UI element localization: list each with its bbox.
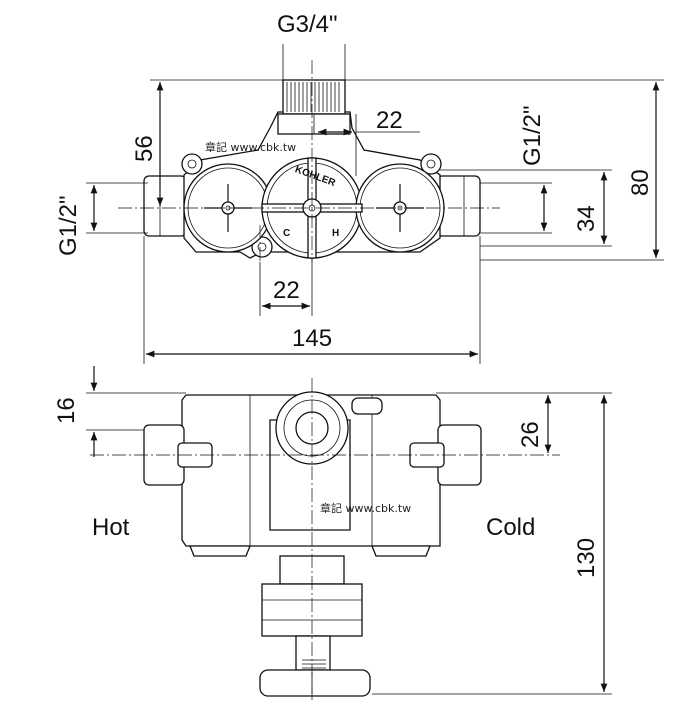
- mounting-lug-bottom: [251, 236, 273, 258]
- dim-34: 34: [573, 205, 600, 232]
- hot-label: Hot: [92, 514, 130, 541]
- dim-right-thread: G1/2": [519, 105, 546, 166]
- side-view: 16 26 130 Hot Cold 章記 www.cbk.tw: [53, 366, 612, 700]
- dim-top-thread: G3/4": [277, 11, 338, 38]
- top-threaded-outlet: [282, 79, 346, 115]
- handle-lever: [259, 669, 371, 697]
- dim-56: 56: [131, 135, 158, 162]
- dim-80: 80: [627, 169, 654, 196]
- dim-26: 26: [517, 421, 544, 448]
- front-view: KOHLER C H G3/4" 56 G1/2" 22 G1/2": [55, 11, 664, 364]
- cold-label: Cold: [486, 514, 535, 541]
- dim-130: 130: [573, 538, 600, 578]
- stem-spindle: [295, 635, 331, 671]
- cold-mark-c: C: [283, 228, 290, 239]
- dim-22-top: 22: [376, 107, 403, 134]
- dim-16: 16: [53, 397, 80, 424]
- watermark-top: 章記 www.cbk.tw: [205, 140, 296, 154]
- hot-mark-h: H: [332, 228, 339, 239]
- dim-22-bottom: 22: [273, 277, 300, 304]
- dim-145: 145: [292, 325, 332, 352]
- left-port: [143, 175, 187, 237]
- mounting-lug-top-left: [181, 153, 203, 175]
- dim-left-thread: G1/2": [55, 195, 82, 256]
- mounting-lug-top-right: [420, 153, 442, 175]
- thread-lines: [286, 82, 340, 112]
- watermark-bottom: 章記 www.cbk.tw: [320, 501, 411, 515]
